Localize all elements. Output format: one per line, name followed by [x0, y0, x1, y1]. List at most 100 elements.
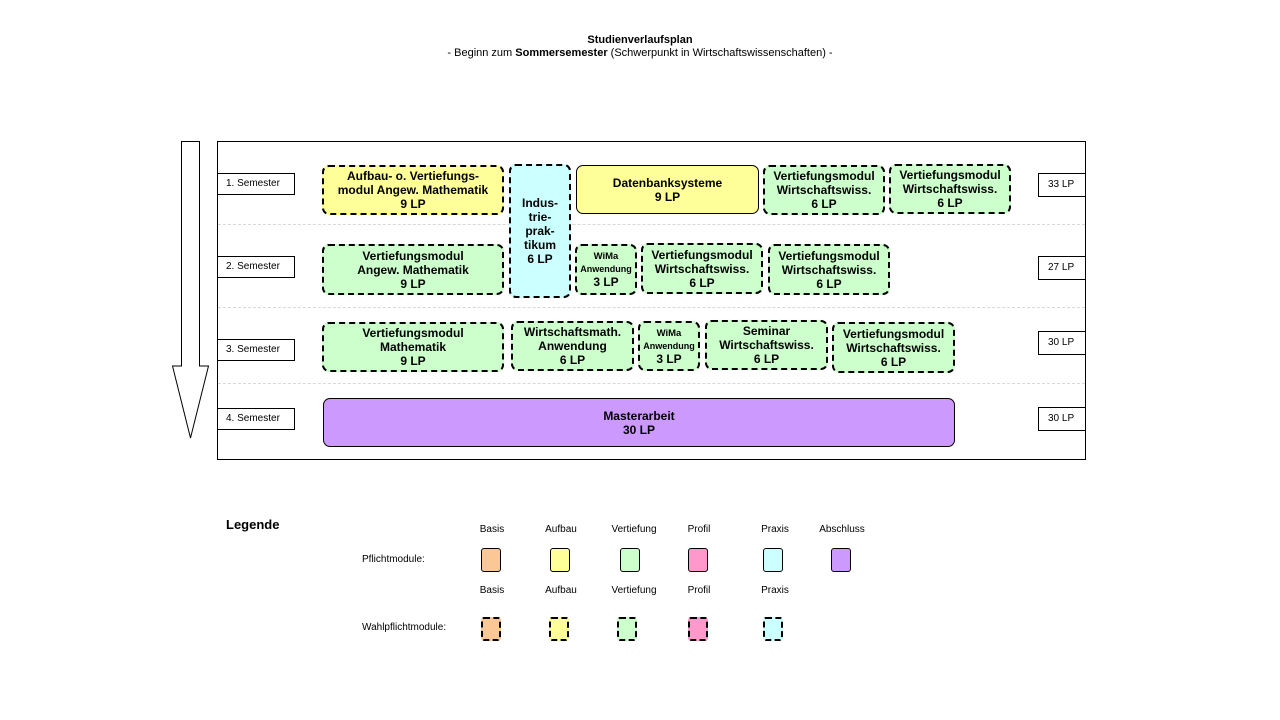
down-arrow-icon	[171, 141, 210, 439]
legend-head-vertiefung: Vertiefung	[611, 524, 657, 535]
module-industriepraktikum: Indus- trie- prak- tikum 6 LP	[509, 164, 571, 298]
module-line: Angew. Mathematik	[357, 262, 469, 277]
plan-frame	[217, 141, 1086, 460]
legend-swatch-aufbau-pflicht	[550, 548, 570, 572]
module-line: Wirtschaftsmath.	[523, 325, 622, 339]
legend-swatch-profil-wahlpflicht	[688, 617, 708, 641]
module-line: modul Angew. Mathematik	[337, 183, 489, 197]
module-vertiefung-angew-mathematik: Vertiefungsmodul Angew. Mathematik 9 LP	[322, 244, 504, 295]
module-line: Vertiefungsmodul	[842, 326, 945, 341]
semester-lp-4: 30 LP	[1038, 407, 1086, 431]
legend-pflicht-label: Pflichtmodule:	[362, 554, 425, 565]
module-line: Wirtschaftswiss.	[654, 261, 750, 276]
module-credits: 3 LP	[656, 351, 682, 366]
module-credits: 6 LP	[937, 196, 963, 210]
semester-divider	[218, 383, 1085, 384]
legend-swatch-basis-wahlpflicht	[481, 617, 501, 641]
module-line: Aufbau- o. Vertiefungs-	[347, 169, 479, 183]
semester-label-3: 3. Semester	[217, 339, 295, 361]
module-line: Wirtschaftswiss.	[781, 262, 877, 277]
module-credits: 6 LP	[689, 275, 715, 290]
module-vertiefung-wirtschaftswiss: Vertiefungsmodul Wirtschaftswiss. 6 LP	[832, 322, 955, 373]
page-subtitle: - Beginn zum Sommersemester (Schwerpunkt…	[0, 47, 1280, 59]
legend-wahlpflicht-label: Wahlpflichtmodule:	[362, 622, 447, 633]
module-credits: 6 LP	[816, 276, 842, 291]
legend-head-basis: Basis	[479, 524, 505, 535]
module-masterarbeit: Masterarbeit 30 LP	[323, 398, 955, 447]
module-line: Anwendung	[580, 264, 632, 274]
module-line: Seminar	[742, 324, 791, 338]
legend-head-basis: Basis	[479, 585, 505, 596]
module-vertiefung-wirtschaftswiss: Vertiefungsmodul Wirtschaftswiss. 6 LP	[889, 164, 1011, 214]
module-line: Datenbanksysteme	[612, 175, 723, 190]
module-line: Vertiefungsmodul	[778, 248, 880, 263]
semester-label-4: 4. Semester	[217, 408, 295, 430]
module-line: Wirtschaftswiss.	[846, 340, 941, 355]
legend-swatch-aufbau-wahlpflicht	[549, 617, 569, 641]
module-line: Anwendung	[538, 339, 607, 353]
module-line: Indus-	[522, 196, 558, 210]
legend-head-praxis: Praxis	[761, 585, 789, 596]
module-credits: 9 LP	[400, 276, 426, 291]
semester-lp-3: 30 LP	[1038, 331, 1086, 355]
module-line: Vertiefungsmodul	[773, 169, 875, 183]
module-aufbau-vertiefung-angew-mathematik: Aufbau- o. Vertiefungs- modul Angew. Mat…	[322, 165, 504, 215]
module-line: Wirtschaftswiss.	[719, 338, 814, 352]
module-line: Wirtschaftswiss.	[776, 183, 872, 197]
module-line: tikum	[523, 238, 556, 252]
module-credits: 9 LP	[654, 189, 681, 204]
semester-lp-2: 27 LP	[1038, 256, 1086, 280]
module-line: WiMa	[656, 327, 682, 339]
semester-divider	[218, 224, 1085, 225]
module-seminar-wirtschaftswiss: Seminar Wirtschaftswiss. 6 LP	[705, 320, 828, 370]
legend-swatch-praxis-pflicht	[763, 548, 783, 572]
module-credits: 3 LP	[593, 275, 619, 289]
legend-head-aufbau: Aufbau	[545, 585, 577, 596]
module-line: prak-	[525, 224, 555, 238]
module-vertiefung-wirtschaftswiss: Vertiefungsmodul Wirtschaftswiss. 6 LP	[768, 244, 890, 295]
module-line: Anwendung	[643, 340, 695, 351]
module-wima-anwendung: WiMa Anwendung 3 LP	[638, 321, 700, 371]
module-vertiefung-mathematik: Vertiefungsmodul Mathematik 9 LP	[322, 322, 504, 372]
module-line: trie-	[528, 210, 552, 224]
page-title: Studienverlaufsplan	[587, 34, 693, 46]
module-credits: 9 LP	[400, 197, 426, 211]
semester-divider	[218, 307, 1085, 308]
module-wima-anwendung: WiMa Anwendung 3 LP	[575, 244, 637, 295]
module-credits: 30 LP	[622, 422, 655, 437]
legend-head-vertiefung: Vertiefung	[611, 585, 657, 596]
legend-head-profil: Profil	[687, 585, 711, 596]
subtitle-suffix: (Schwerpunkt in Wirtschaftswissenschafte…	[607, 47, 833, 59]
legend-swatch-profil-pflicht	[688, 548, 708, 572]
legend-swatch-abschluss-pflicht	[831, 548, 851, 572]
module-line: WiMa	[593, 251, 619, 262]
semester-lp-1: 33 LP	[1038, 173, 1086, 197]
legend-head-aufbau: Aufbau	[545, 524, 577, 535]
module-credits: 6 LP	[527, 252, 553, 266]
module-wirtschaftsmath-anwendung: Wirtschaftsmath. Anwendung 6 LP	[511, 321, 634, 371]
legend-head-profil: Profil	[687, 524, 711, 535]
module-vertiefung-wirtschaftswiss: Vertiefungsmodul Wirtschaftswiss. 6 LP	[641, 243, 763, 294]
legend-title: Legende	[226, 517, 280, 532]
module-datenbanksysteme: Datenbanksysteme 9 LP	[576, 165, 759, 214]
legend-swatch-vertiefung-pflicht	[620, 548, 640, 572]
module-credits: 6 LP	[880, 354, 907, 369]
legend-swatch-vertiefung-wahlpflicht	[617, 617, 637, 641]
module-credits: 9 LP	[400, 354, 426, 368]
semester-label-2: 2. Semester	[217, 256, 295, 278]
module-line: Vertiefungsmodul	[651, 247, 753, 262]
legend-swatch-basis-pflicht	[481, 548, 501, 572]
semester-label-1: 1. Semester	[217, 173, 295, 195]
module-line: Wirtschaftswiss.	[902, 182, 998, 196]
module-line: Masterarbeit	[603, 408, 675, 423]
module-line: Mathematik	[379, 340, 447, 354]
module-line: Vertiefungsmodul	[899, 168, 1001, 182]
module-line: Vertiefungsmodul	[362, 248, 464, 263]
legend-swatch-praxis-wahlpflicht	[763, 617, 783, 641]
subtitle-bold: Sommersemester	[515, 47, 608, 59]
module-credits: 6 LP	[559, 353, 586, 367]
module-credits: 6 LP	[753, 352, 780, 366]
module-line: Vertiefungsmodul	[362, 326, 464, 340]
legend-head-abschluss: Abschluss	[819, 524, 865, 535]
module-credits: 6 LP	[811, 197, 837, 211]
